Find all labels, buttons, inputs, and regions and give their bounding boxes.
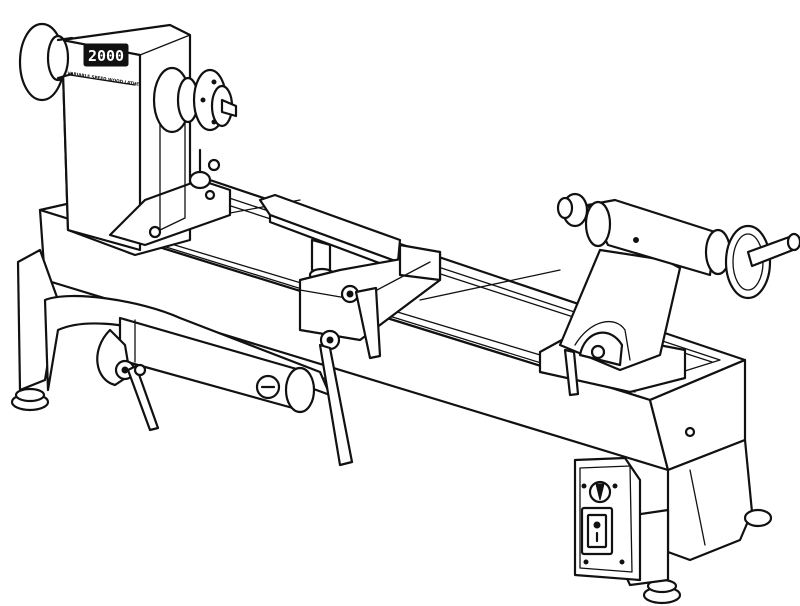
speed-display-value: 2000	[88, 47, 124, 65]
speed-display	[83, 43, 129, 67]
tool-rest	[258, 193, 442, 467]
rocker-switch-icon	[586, 513, 608, 549]
tool-rest-lock-lever[interactable]	[354, 286, 382, 360]
belt-tension-lever[interactable]	[96, 328, 160, 432]
banjo-lock-lever[interactable]	[318, 343, 354, 467]
switch-box	[573, 456, 642, 582]
tailstock	[538, 192, 800, 397]
headstock: 2000 VARIABLE SPEED WOOD LATHE	[18, 22, 238, 257]
